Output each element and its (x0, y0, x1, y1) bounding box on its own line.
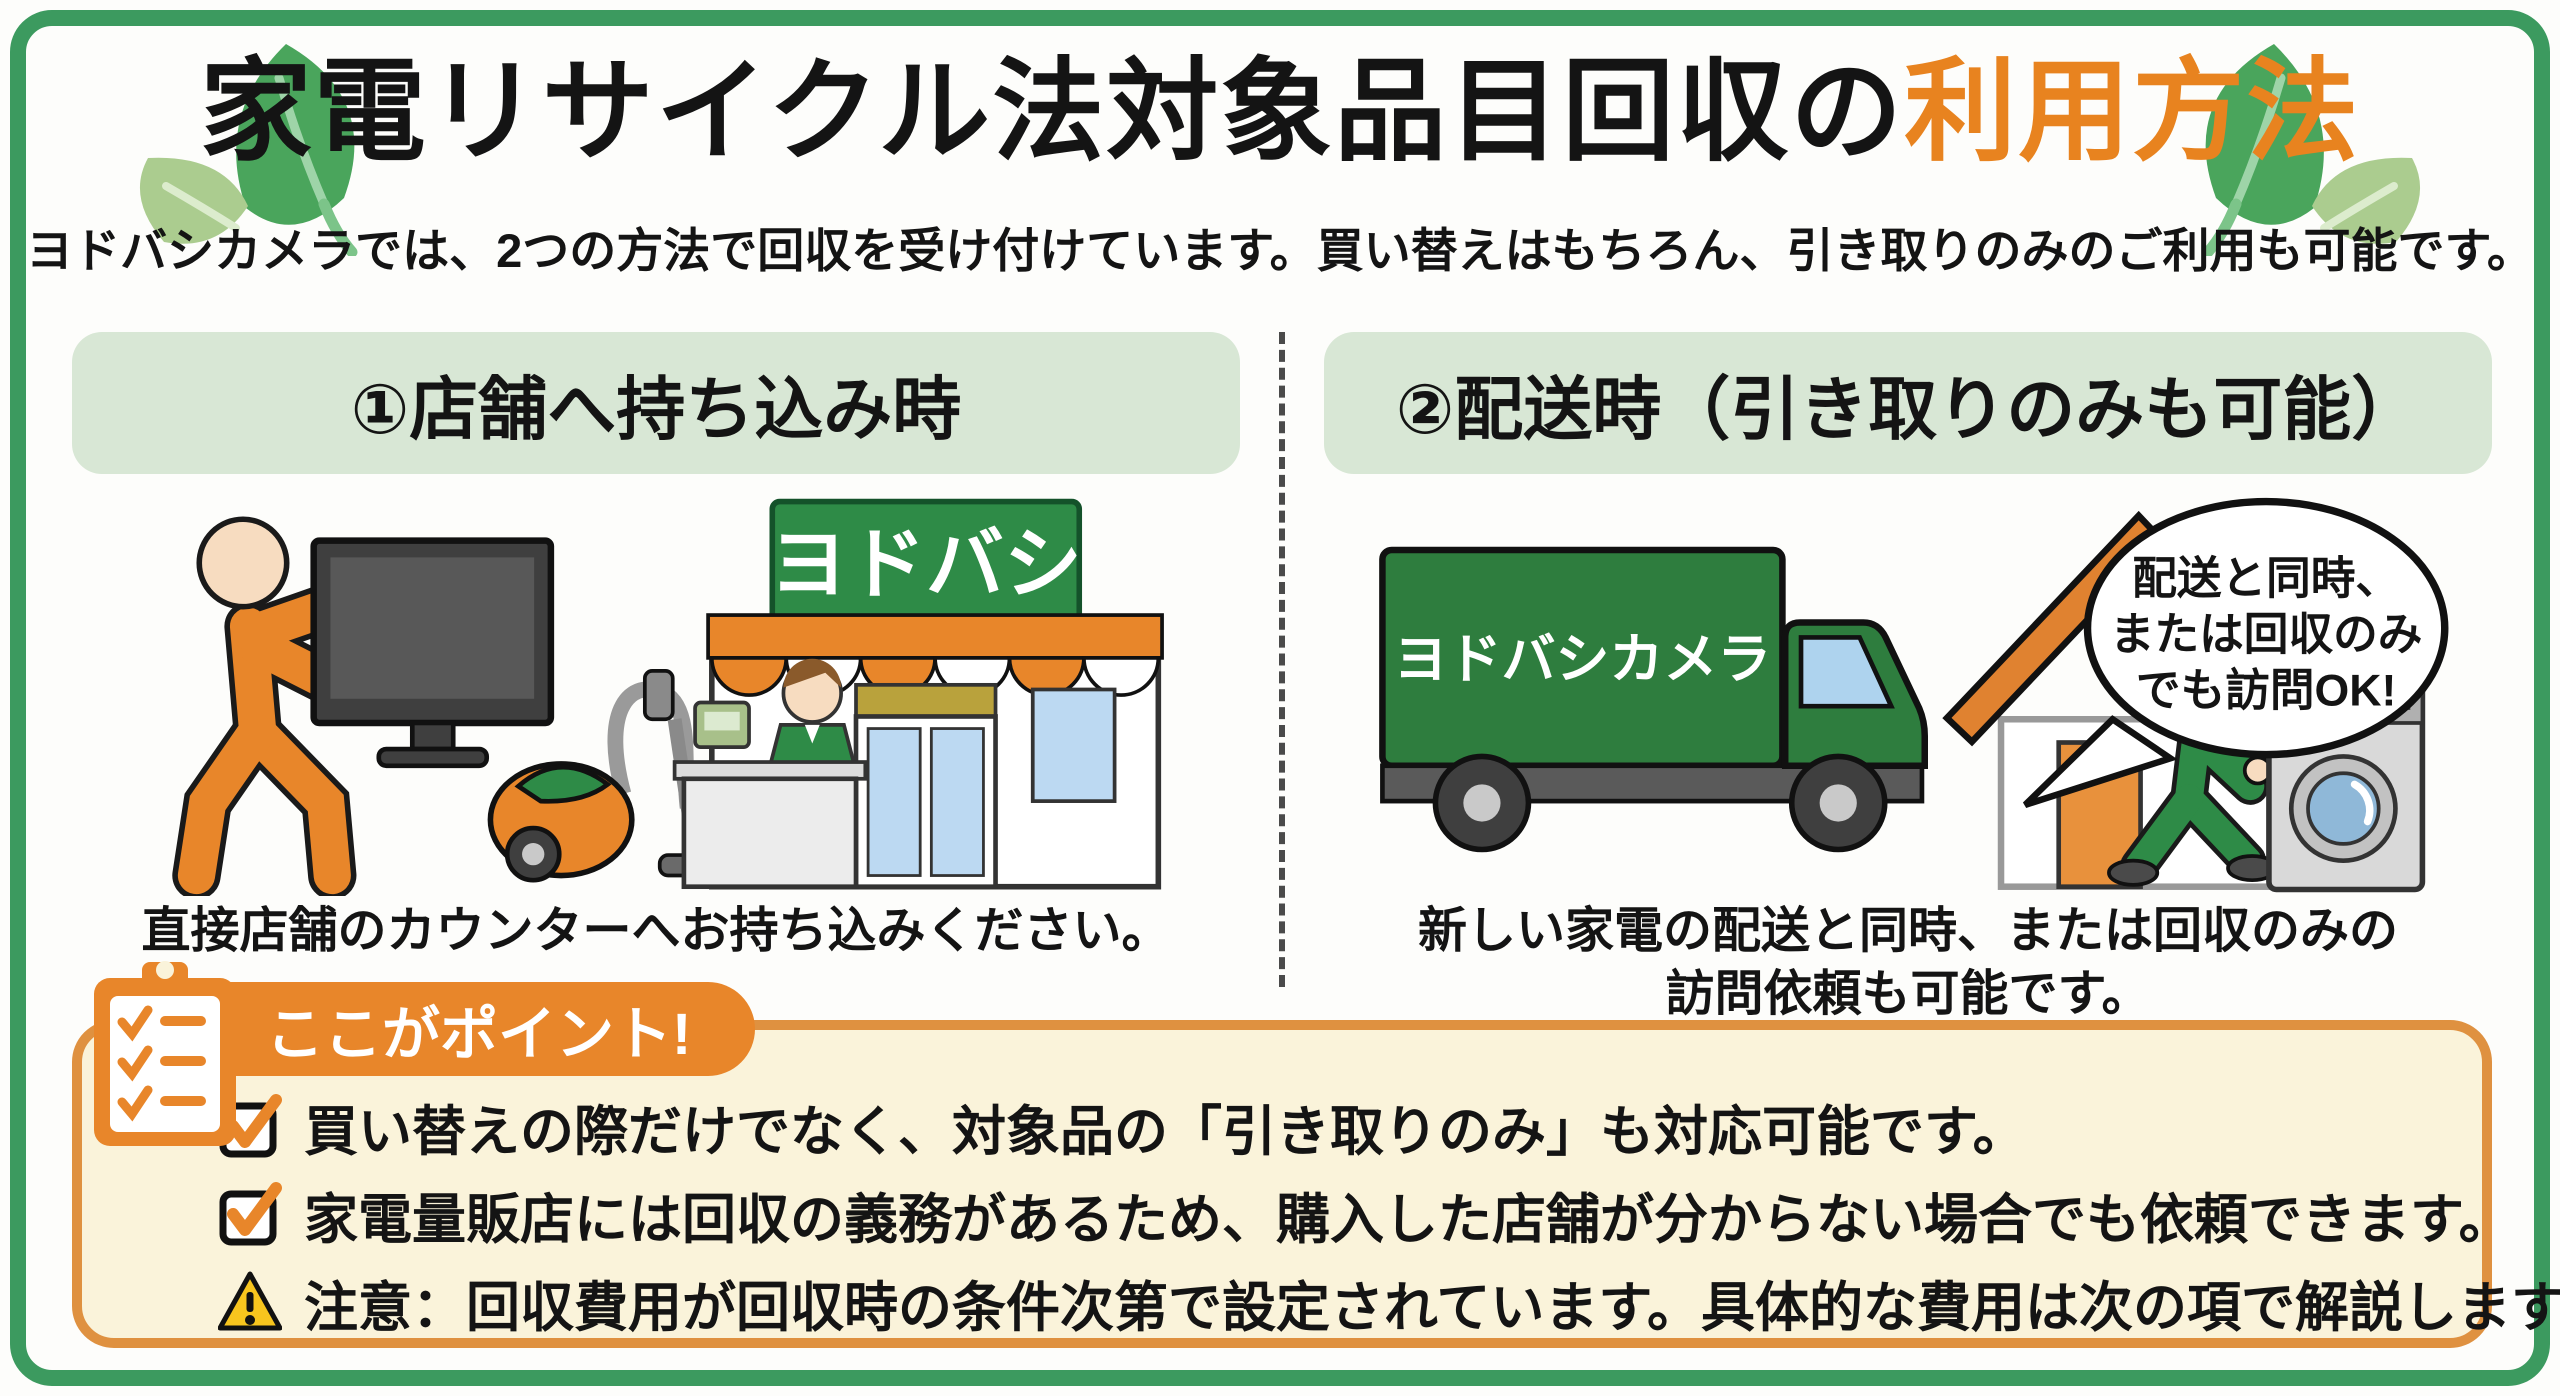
store-dropoff-scene: ヨドバシ (172, 498, 1164, 900)
warning-icon (218, 1271, 282, 1331)
point-text: 注意：回収費用が回収時の条件次第で設定されています。具体的な費用は次の項で解説し… (304, 1277, 2560, 1338)
check-icon (219, 1182, 282, 1246)
method-columns: ①店舗へ持ち込み時 (72, 332, 2492, 1025)
delivery-pickup-header: ②配送時（引き取りのみも可能） (1324, 332, 2492, 474)
page-title: 家電リサイクル法対象品目回収の利用方法 (0, 48, 2560, 177)
point-item: 家電量販店には回収の義務があるため、購入した店舗が分からない場合でも依頼できます… (218, 1170, 2513, 1258)
tv-illustration (310, 537, 555, 769)
panel-store-dropoff: ①店舗へ持ち込み時 (72, 332, 1240, 1025)
points-list: 買い替えの際だけでなく、対象品の「引き取りのみ」も対応可能です。 家電量販店には… (218, 1082, 2560, 1346)
bubble-line-2: または回収のみ (2110, 610, 2422, 659)
point-item: 買い替えの際だけでなく、対象品の「引き取りのみ」も対応可能です。 (218, 1082, 2458, 1170)
point-text: 家電量販店には回収の義務があるため、購入した店舗が分からない場合でも依頼できます… (304, 1189, 2513, 1250)
leaf-icon (2202, 44, 2421, 256)
leaf-icon (139, 44, 358, 256)
title-accent: 利用方法 (1904, 49, 2361, 174)
panel-delivery-pickup: ②配送時（引き取りのみも可能） ヨドバシカメラ (1324, 332, 2492, 1025)
delivery-pickup-scene: ヨドバシカメラ (1379, 497, 2449, 893)
title-main: 家電リサイクル法対象品目回収の (199, 49, 1905, 174)
delivery-pickup-illustration: ヨドバシカメラ (1324, 496, 2492, 896)
delivery-pickup-caption: 新しい家電の配送と同時、または回収のみの 訪問依頼も可能です。 (1324, 900, 2492, 1025)
store-sign-text: ヨドバシ (770, 520, 1083, 608)
bubble-line-3: でも訪問OK! (2136, 666, 2396, 715)
store-dropoff-illustration: ヨドバシ (72, 496, 1240, 900)
store-illustration: ヨドバシ (672, 498, 1164, 890)
bubble-line-1: 配送と同時、 (2132, 555, 2400, 604)
speech-bubble: 配送と同時、 または回収のみ でも訪問OK! (2022, 497, 2449, 808)
clipboard-icon (94, 961, 236, 1146)
truck-label-text: ヨドバシカメラ (1394, 629, 1772, 689)
delivery-caption-line1: 新しい家電の配送と同時、または回収のみの (1417, 904, 2398, 958)
store-dropoff-header: ①店舗へ持ち込み時 (72, 332, 1240, 474)
points-header-pill: ここがポイント! (138, 982, 756, 1076)
column-divider (1240, 332, 1324, 1025)
page-subtitle: ヨドバシカメラでは、2つの方法で回収を受け付けています。買い替えはもちろん、引き… (26, 224, 2534, 277)
points-header-label: ここがポイント! (266, 1002, 692, 1067)
point-item: 注意：回収費用が回収時の条件次第で設定されています。具体的な費用は次の項で解説し… (218, 1258, 2560, 1346)
delivery-caption-line2: 訪問依頼も可能です。 (1665, 966, 2151, 1021)
store-dropoff-caption: 直接店舗のカウンターへお持ち込みください。 (141, 904, 1171, 958)
truck-illustration: ヨドバシカメラ (1379, 546, 1928, 853)
point-text: 買い替えの際だけでなく、対象品の「引き取りのみ」も対応可能です。 (304, 1101, 2027, 1162)
